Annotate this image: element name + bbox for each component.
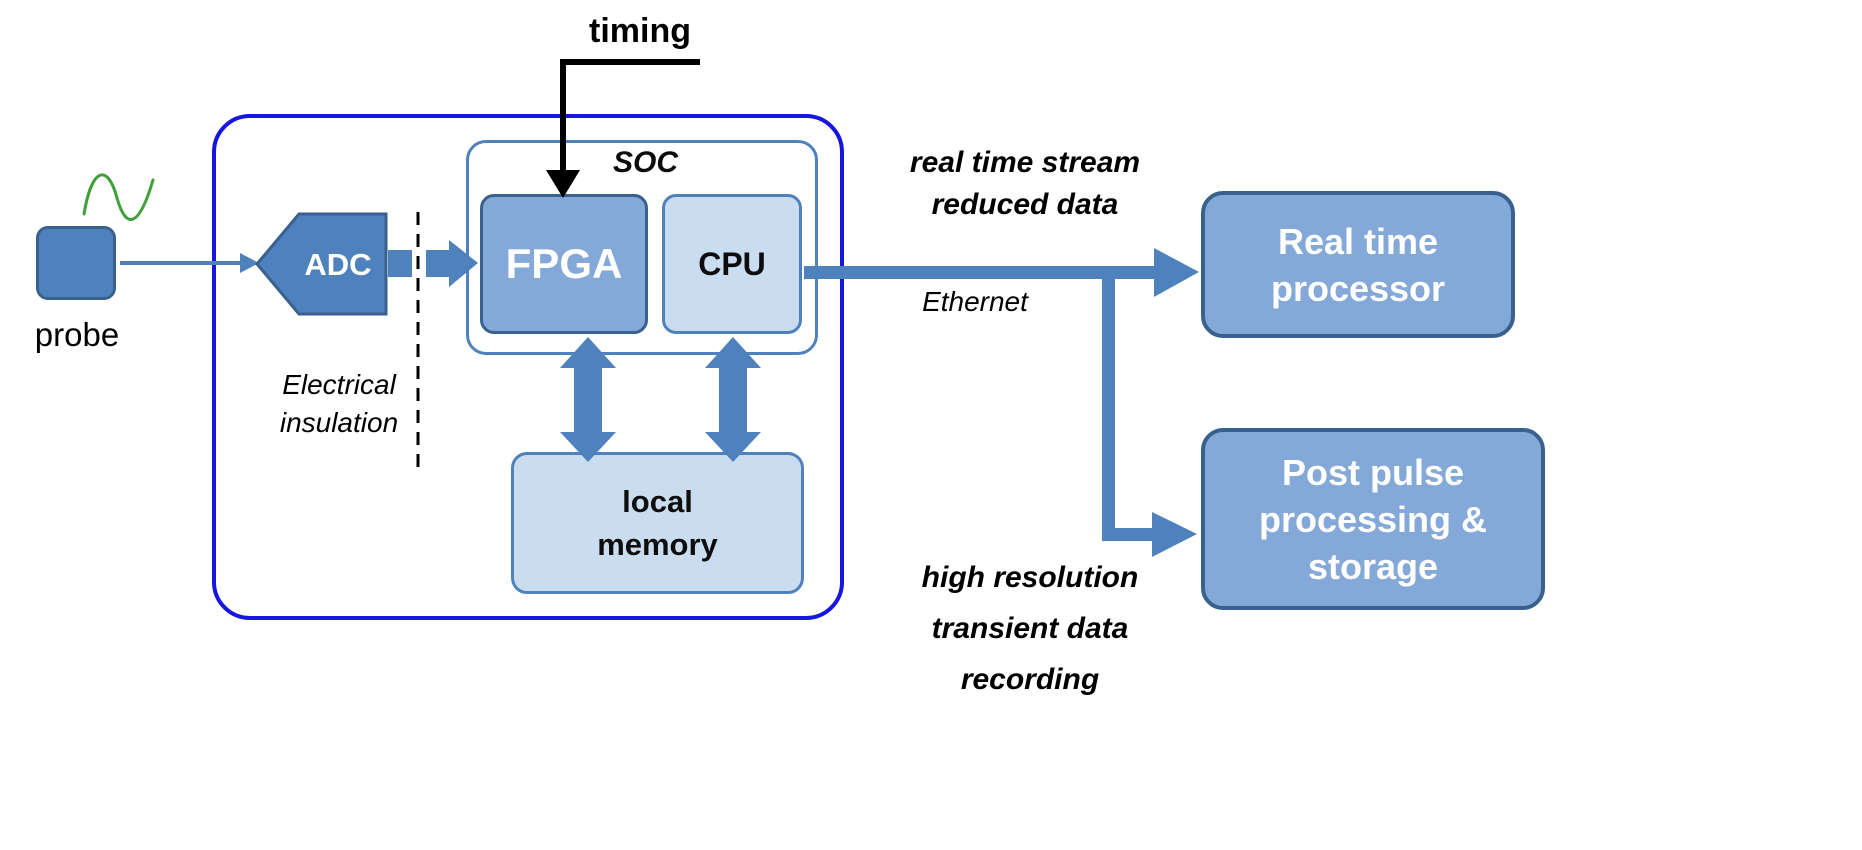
fpga-label: FPGA: [505, 240, 623, 287]
transient-recording-label-line3: recording: [960, 663, 1100, 696]
cpu-block: CPU: [662, 194, 802, 334]
real-time-stream-label-line2: reduced data: [931, 188, 1119, 221]
electrical-insulation-label: Electrical insulation: [250, 366, 428, 442]
real-time-stream-label: real time stream reduced data: [855, 142, 1195, 226]
post-pulse-label-line3: storage: [1307, 545, 1439, 587]
post-pulse-storage-block: Post pulse processing & storage: [1201, 428, 1545, 610]
local-memory-label-line2: memory: [597, 527, 718, 562]
real-time-processor-block: Real time processor: [1201, 191, 1515, 338]
cpu-label: CPU: [698, 245, 766, 282]
branch-arrow-to-storage: [1102, 266, 1197, 557]
real-time-processor-label-line1: Real time: [1277, 220, 1439, 262]
adc-label: ADC: [304, 247, 372, 282]
signal-sine-wave-icon: [82, 173, 155, 221]
transient-recording-label: high resolution transient data recording: [865, 552, 1195, 705]
ethernet-label: Ethernet: [922, 286, 1028, 317]
local-memory-label-line1: local: [622, 484, 693, 519]
device-boundary-box: [212, 114, 844, 620]
soc-label: SOC: [612, 146, 678, 179]
fpga-block: FPGA: [480, 194, 648, 334]
local-memory-block: local memory: [511, 452, 804, 594]
real-time-processor-label-line2: processor: [1270, 267, 1446, 309]
post-pulse-label-line2: processing &: [1258, 498, 1488, 540]
timing-label: timing: [589, 12, 691, 50]
electrical-insulation-label-line1: Electrical: [282, 369, 396, 400]
transient-recording-label-line2: transient data: [931, 612, 1129, 645]
post-pulse-label-line1: Post pulse: [1281, 451, 1465, 493]
electrical-insulation-label-line2: insulation: [279, 407, 399, 438]
transient-recording-label-line1: high resolution: [921, 561, 1139, 594]
probe-label: probe: [34, 316, 120, 353]
real-time-stream-label-line1: real time stream: [909, 146, 1141, 179]
probe-block: [36, 226, 116, 300]
